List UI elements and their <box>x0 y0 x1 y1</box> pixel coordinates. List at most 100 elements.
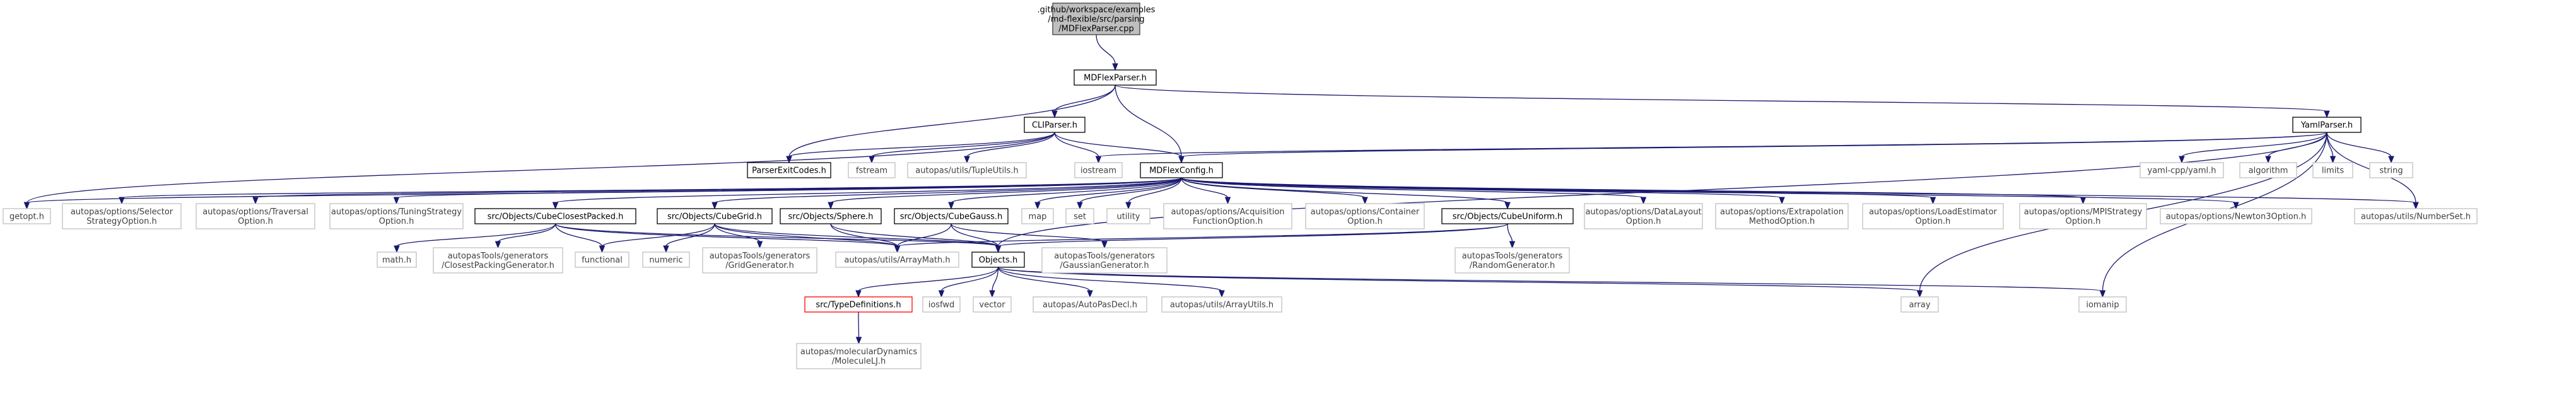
edge-cube_uniform-to-objects_h <box>995 223 1508 253</box>
node-label: autopas/options/Traversal <box>202 207 308 217</box>
node-extrap-opt: autopas/options/ExtrapolationMethodOptio… <box>1715 203 1849 229</box>
node-label: map <box>1029 212 1047 222</box>
edge-cliparser_h-to-fstream <box>869 132 1055 164</box>
node-label: set <box>1074 212 1086 222</box>
node-label: Option.h <box>379 217 414 226</box>
edge-objects_h-to-iosfwd <box>938 267 999 298</box>
node-gauss-gen: autopasTools/generators/GaussianGenerato… <box>1041 247 1168 274</box>
node-label: Option.h <box>1347 217 1383 226</box>
node-label: fstream <box>856 166 887 176</box>
node-label: iosfwd <box>928 301 955 310</box>
node-root[interactable]: .github/workspace/examples/md-flexible/s… <box>1038 3 1156 35</box>
node-iostream: iostream <box>1074 162 1123 178</box>
node-yamlparser-h[interactable]: YamlParser.h <box>2292 117 2362 133</box>
node-cube-uniform[interactable]: src/Objects/CubeUniform.h <box>1441 208 1574 224</box>
node-sphere-h[interactable]: src/Objects/Sphere.h <box>780 208 882 224</box>
node-cube-grid[interactable]: src/Objects/CubeGrid.h <box>657 208 773 224</box>
edge-yamlparser_h-to-mdflexconfig_h <box>1178 132 2327 164</box>
node-objects-h[interactable]: Objects.h <box>971 252 1025 268</box>
nodes-layer: .github/workspace/examples/md-flexible/s… <box>3 3 2478 369</box>
edge-cliparser_h-to-iostream <box>1054 132 1102 164</box>
edge-mdflexconfig_h-to-numberset_h <box>1181 177 2419 210</box>
node-iomanip: iomanip <box>2078 296 2127 313</box>
node-closest-gen: autopasTools/generators/ClosestPackingGe… <box>433 247 563 274</box>
node-parserexitcodes-h[interactable]: ParserExitCodes.h <box>747 162 831 178</box>
node-label: autopas/utils/ArrayUtils.h <box>1170 301 1273 310</box>
node-numberset-h: autopas/utils/NumberSet.h <box>2354 208 2478 224</box>
node-label: src/TypeDefinitions.h <box>816 301 901 310</box>
node-fstream: fstream <box>848 162 896 178</box>
node-label: Option.h <box>1916 217 1951 226</box>
edge-mdflexconfig_h-to-set <box>1077 177 1182 210</box>
node-label: MDFlexParser.h <box>1084 74 1147 83</box>
node-typedefs-h[interactable]: src/TypeDefinitions.h <box>804 296 913 313</box>
node-label: /MDFlexParser.cpp <box>1058 25 1133 34</box>
node-label: Objects.h <box>979 256 1017 265</box>
edge-mdflexconfig_h-to-tuning_opt <box>393 177 1182 205</box>
node-label: autopasTools/generators <box>448 252 549 261</box>
node-utility: utility <box>1106 208 1150 224</box>
node-grid-gen: autopasTools/generators/GridGenerator.h <box>702 247 817 274</box>
node-label: autopas/utils/ArrayMath.h <box>844 256 950 265</box>
node-label: autopas/options/MPIStrategy <box>2024 207 2143 217</box>
node-label: autopas/utils/TupleUtils.h <box>915 166 1018 176</box>
node-cube-closest[interactable]: src/Objects/CubeClosestPacked.h <box>474 208 636 224</box>
node-label: /GridGenerator.h <box>725 261 794 270</box>
node-label: Option.h <box>238 217 273 226</box>
edge-typedefs_h-to-moleculelj_h <box>855 311 862 345</box>
node-label: autopas/AutoPasDecl.h <box>1043 301 1137 310</box>
node-label: MDFlexConfig.h <box>1149 166 1214 176</box>
node-vector: vector <box>973 296 1012 313</box>
edge-cube_grid-to-numeric <box>663 223 715 253</box>
node-tupleutils-h: autopas/utils/TupleUtils.h <box>907 162 1027 178</box>
node-cliparser-h[interactable]: CLIParser.h <box>1024 117 1086 133</box>
node-arraymath-h: autopas/utils/ArrayMath.h <box>835 252 959 268</box>
node-cube-gauss[interactable]: src/Objects/CubeGauss.h <box>894 208 1009 224</box>
edge-mdflexconfig_h-to-cube_closest <box>552 177 1182 210</box>
node-label: autopas/utils/NumberSet.h <box>2361 212 2471 222</box>
edge-cube_uniform-to-random_gen <box>1507 223 1516 249</box>
node-mdflexconfig-h[interactable]: MDFlexConfig.h <box>1140 162 1223 178</box>
node-label: limits <box>2322 166 2345 176</box>
edge-cliparser_h-to-parserexitcodes_h <box>786 132 1055 164</box>
edge-objects_h-to-vector <box>989 267 999 298</box>
node-label: functional <box>582 256 623 265</box>
node-label: src/Objects/CubeGauss.h <box>900 212 1003 222</box>
edge-cube_closest-to-closest_gen <box>495 223 556 249</box>
edge-mdflexconfig_h-to-cube_grid <box>711 177 1182 210</box>
node-label: autopas/options/TuningStrategy <box>331 207 462 217</box>
edge-mdflexconfig_h-to-sphere_h <box>828 177 1182 210</box>
node-label: /RandomGenerator.h <box>1470 261 1555 270</box>
node-label: src/Objects/CubeGrid.h <box>667 212 762 222</box>
node-label: array <box>1909 301 1930 310</box>
node-label: iostream <box>1080 166 1116 176</box>
node-label: string <box>2379 166 2403 176</box>
edge-yamlparser_h-to-string <box>2326 132 2394 164</box>
node-algorithm: algorithm <box>2239 162 2297 178</box>
edge-cube_gauss-to-gauss_gen <box>951 223 1108 249</box>
node-label: autopasTools/generators <box>1054 252 1155 261</box>
node-random-gen: autopasTools/generators/RandomGenerator.… <box>1455 247 1570 274</box>
node-label: ParserExitCodes.h <box>752 166 826 176</box>
node-label: utility <box>1117 212 1140 222</box>
node-arrayutils-h: autopas/utils/ArrayUtils.h <box>1161 296 1282 313</box>
node-moleculelj-h: autopas/molecularDynamics/MoleculeLJ.h <box>796 343 922 369</box>
edge-mdflexparser_h-to-yamlparser_h <box>1115 84 2330 119</box>
edge-cube_grid-to-grid_gen <box>714 223 763 249</box>
node-mdflexparser-h[interactable]: MDFlexParser.h <box>1074 69 1157 86</box>
edge-mdflexconfig_h-to-traversal_opt <box>252 177 1182 205</box>
node-getopt-h: getopt.h <box>3 208 51 224</box>
node-label: autopas/molecularDynamics <box>800 347 917 357</box>
edge-yamlparser_h-to-yamlcpp_h <box>2179 132 2327 164</box>
node-label: autopas/options/Extrapolation <box>1720 207 1844 217</box>
node-label: autopas/options/Newton3Option.h <box>2166 212 2307 222</box>
node-label: yaml-cpp/yaml.h <box>2148 166 2216 176</box>
